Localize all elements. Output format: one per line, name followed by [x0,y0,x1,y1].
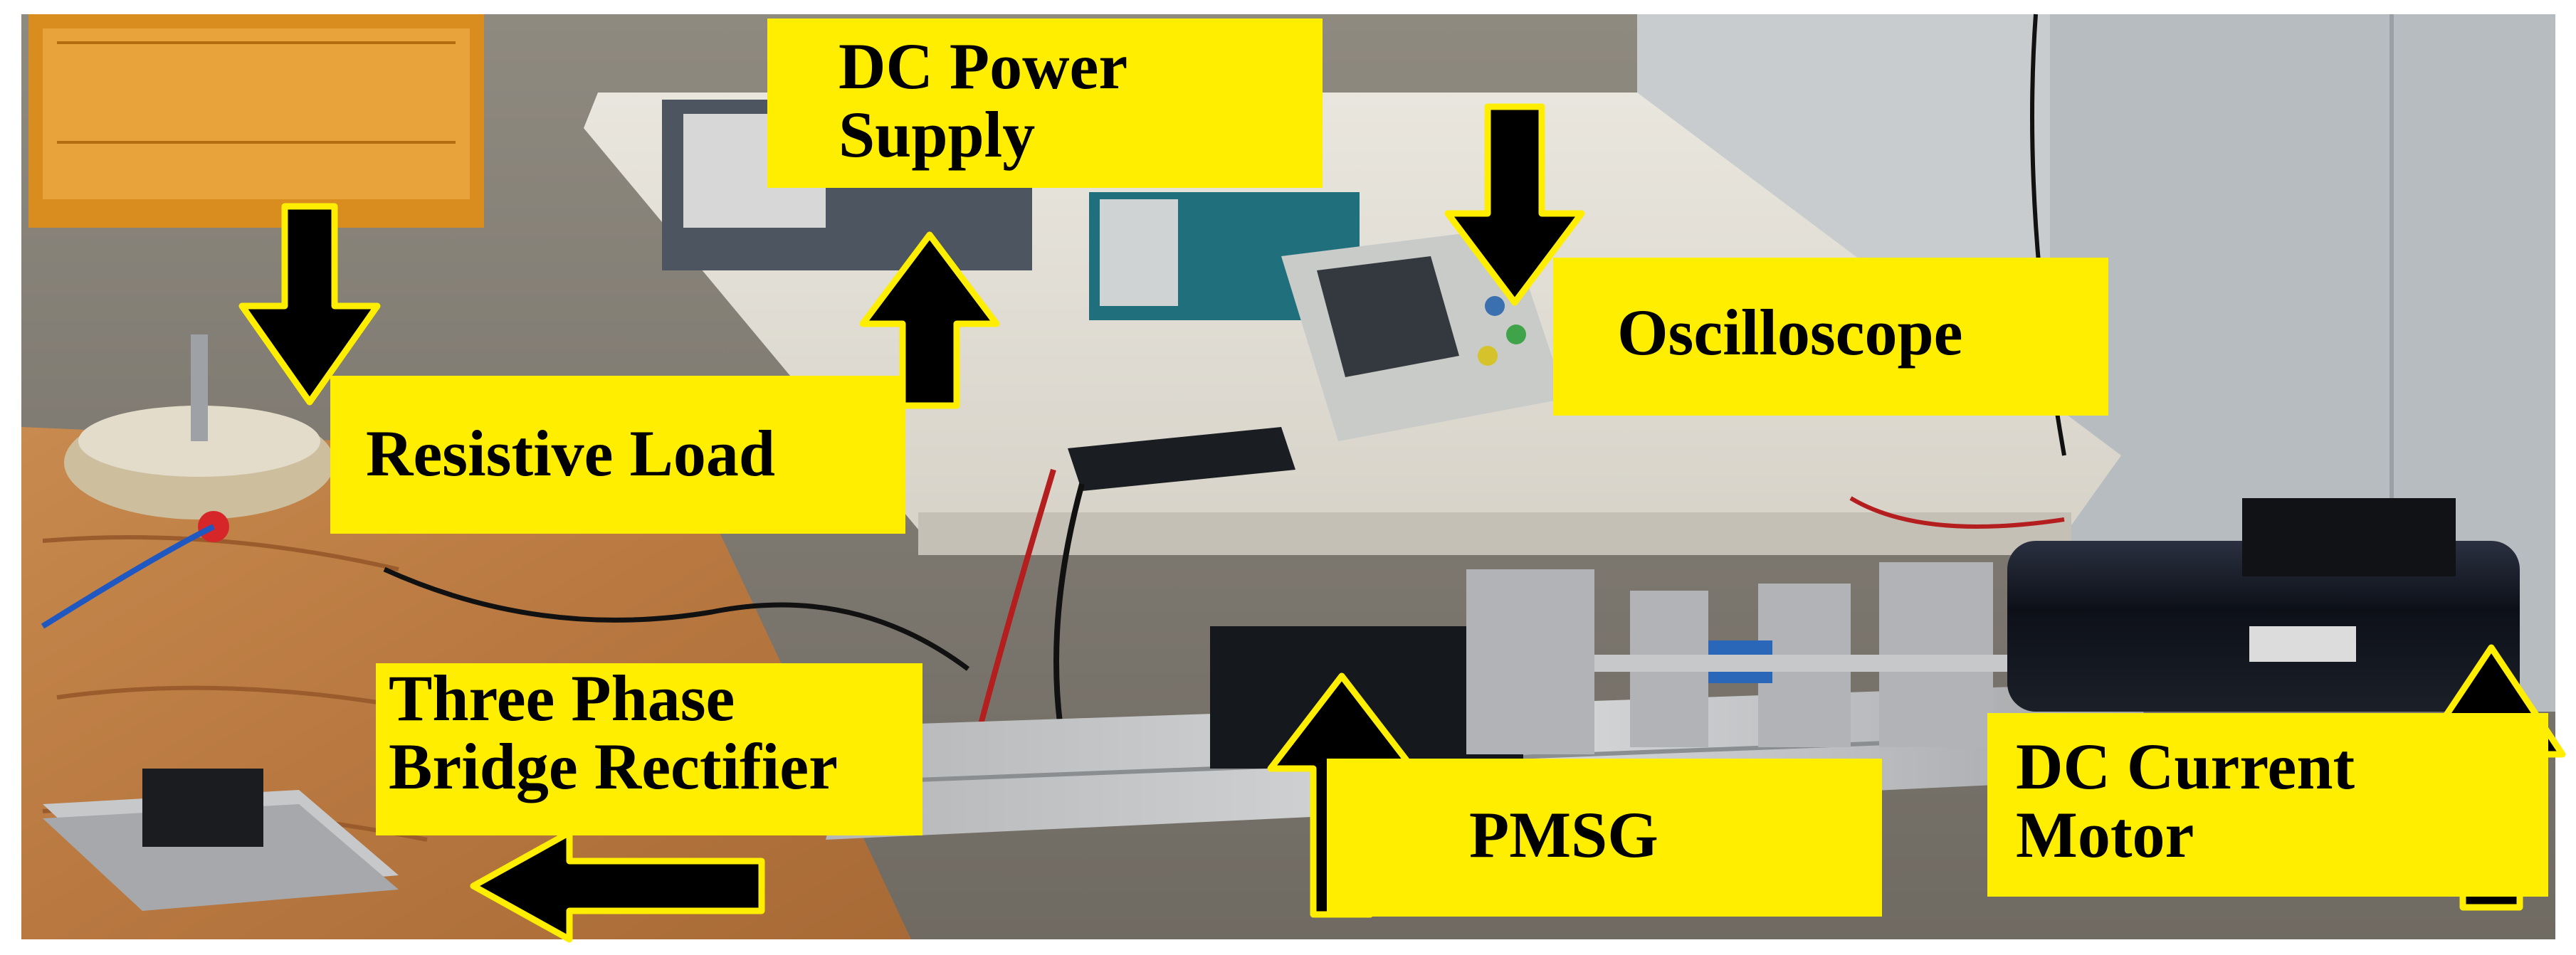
label-oscilloscope-text: Oscilloscope [1617,296,1963,369]
label-bridge-rectifier-line2: Bridge Rectifier [389,729,838,803]
label-dc-power-supply-line1: DC Power [838,30,1128,102]
arrow-rectifier [470,829,765,943]
label-resistive-load-text: Resistive Load [366,417,775,490]
label-resistive-load: Resistive Load [330,376,905,534]
label-pmsg-text: PMSG [1469,798,1658,871]
arrow-resistive-load [238,203,381,406]
bridge-rectifier-module [142,769,263,847]
arrow-dc-power-supply [859,231,1000,409]
label-bridge-rectifier-line1: Three Phase [389,662,735,734]
label-dc-power-supply-line2: Supply [838,97,1036,171]
desk-edge [918,512,2071,555]
label-bridge-rectifier: Three Phase Bridge Rectifier [376,663,922,835]
label-dc-current-motor: DC Current Motor [1987,713,2548,897]
shaft [1594,655,2022,672]
coupling-plate-1 [1466,569,1594,754]
multimeter-device [1068,427,1295,491]
label-oscilloscope: Oscilloscope [1553,258,2108,416]
arrow-oscilloscope [1444,103,1585,306]
label-dc-current-motor-line1: DC Current [2016,730,2355,803]
label-dc-current-motor-line2: Motor [2016,798,2194,871]
motor-terminal-box [2242,498,2456,576]
label-pmsg: PMSG [1327,759,1882,917]
label-dc-power-supply: DC Power Supply [767,19,1323,188]
